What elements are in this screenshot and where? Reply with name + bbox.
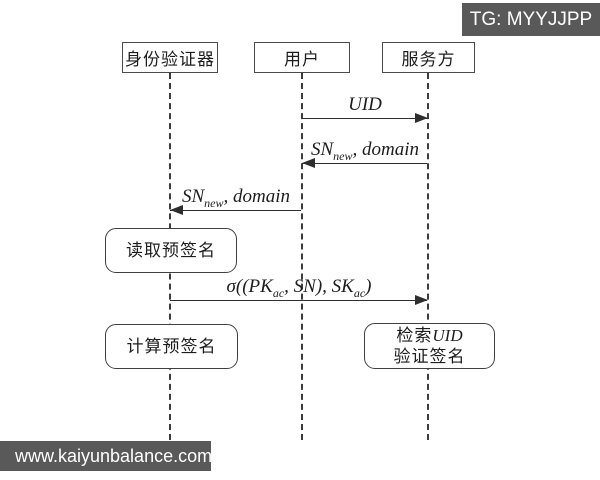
label-subscript: new xyxy=(204,195,224,210)
actor-authenticator: 身份验证器 xyxy=(122,42,218,73)
activity-label-line1: 检索UID xyxy=(396,325,462,346)
watermark-telegram-text: TG: MYYJJPP xyxy=(469,8,593,30)
label-text: 检索 xyxy=(396,326,433,345)
activity-compute-presignature: 计算预签名 xyxy=(105,324,238,369)
label-text: , domain xyxy=(223,186,291,207)
activity-label-line2: 验证签名 xyxy=(393,347,466,366)
activity-read-presignature: 读取预签名 xyxy=(105,228,237,273)
actor-user-label: 用户 xyxy=(284,50,320,69)
actor-service-label: 服务方 xyxy=(401,50,456,69)
message-uid-label: UID xyxy=(302,94,428,116)
message-presignature-label: σ((PKac, SN), SKac) xyxy=(170,276,428,300)
label-text: SN xyxy=(181,186,205,207)
actor-authenticator-label: 身份验证器 xyxy=(125,50,215,69)
message-uid-line xyxy=(302,118,427,119)
lifeline-user xyxy=(301,73,303,440)
actor-service: 服务方 xyxy=(382,42,475,73)
activity-label: 计算预签名 xyxy=(126,337,217,356)
label-text: SN xyxy=(310,139,334,160)
label-text: , SN), SK xyxy=(284,276,354,297)
label-text: σ((PK xyxy=(226,276,273,297)
watermark-site: www.kaiyunbalance.com xyxy=(0,441,213,471)
activity-retrieve-uid-verify-signature: 检索UID 验证签名 xyxy=(364,323,495,369)
message-snnew-domain-to-user-line xyxy=(302,163,427,164)
arrowhead-left-icon xyxy=(170,205,183,215)
watermark-telegram: TG: MYYJJPP xyxy=(462,3,600,36)
message-snnew-domain-to-authenticator-label: SNnew, domain xyxy=(170,186,302,210)
label-text: UID xyxy=(348,94,382,115)
lifeline-service xyxy=(427,73,429,440)
message-snnew-domain-to-user-label: SNnew, domain xyxy=(300,139,430,163)
activity-label: 读取预签名 xyxy=(126,241,216,260)
message-presignature-line xyxy=(170,300,427,301)
label-text: UID xyxy=(432,326,463,345)
actor-user: 用户 xyxy=(254,42,350,73)
label-text: ) xyxy=(365,276,372,297)
arrowhead-left-icon xyxy=(302,158,315,168)
arrowhead-right-icon xyxy=(415,295,428,305)
arrowhead-right-icon xyxy=(415,113,428,123)
label-subscript: ac xyxy=(272,285,285,300)
message-snnew-domain-to-authenticator-line xyxy=(170,210,301,211)
watermark-site-text: www.kaiyunbalance.com xyxy=(15,445,213,466)
label-text: , domain xyxy=(352,139,420,160)
label-subscript: ac xyxy=(353,285,366,300)
label-subscript: new xyxy=(333,148,353,163)
